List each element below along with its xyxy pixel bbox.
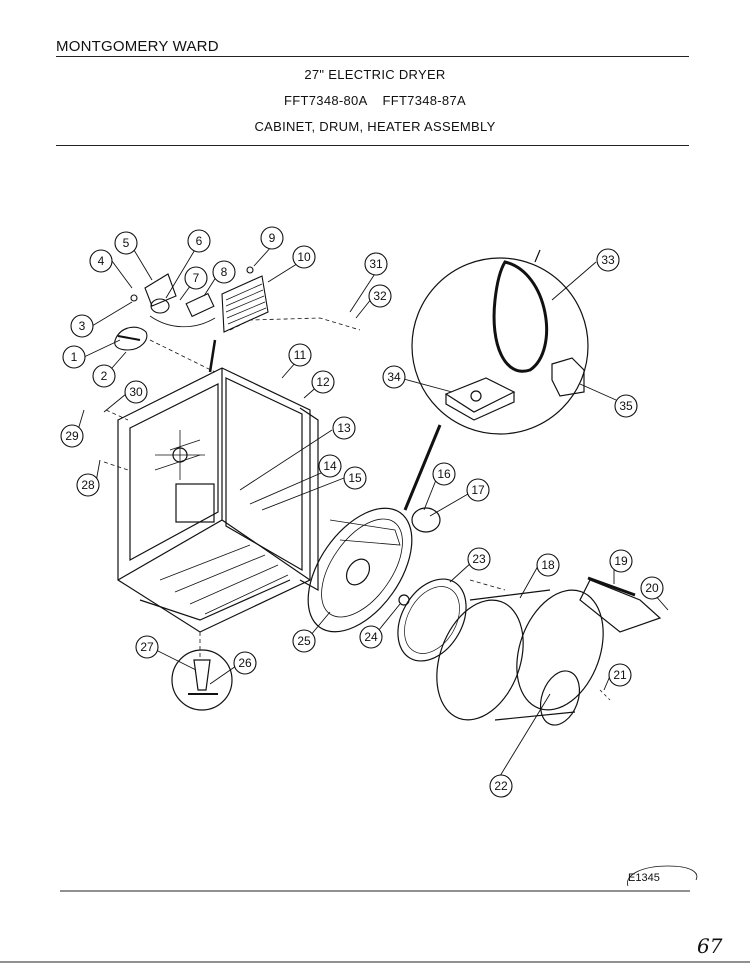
brand-title: MONTGOMERY WARD: [56, 38, 219, 55]
callout-label: 19: [614, 554, 628, 568]
callout-19: 19: [609, 549, 633, 573]
callout-label: 24: [364, 630, 378, 644]
header-rule-bottom: [56, 145, 689, 146]
callout-26: 26: [233, 651, 257, 675]
callout-label: 25: [297, 634, 311, 648]
callout-22: 22: [489, 774, 513, 798]
callout-label: 20: [645, 581, 659, 595]
callout-label: 15: [348, 471, 362, 485]
callout-12: 12: [311, 370, 335, 394]
callout-11: 11: [288, 343, 312, 367]
callout-label: 32: [373, 289, 387, 303]
callout-25: 25: [292, 629, 316, 653]
callout-label: 3: [79, 319, 86, 333]
callout-label: 17: [471, 483, 485, 497]
callout-31: 31: [364, 252, 388, 276]
callout-label: 29: [65, 429, 79, 443]
callout-label: 12: [316, 375, 330, 389]
callout-21: 21: [608, 663, 632, 687]
callout-label: 18: [541, 558, 555, 572]
callout-label: 9: [269, 231, 276, 245]
callout-label: 8: [221, 265, 228, 279]
callout-label: 7: [193, 271, 200, 285]
top-parts-drawing: [114, 266, 269, 351]
callout-18: 18: [536, 553, 560, 577]
leveling-leg-drawing: [171, 649, 233, 711]
callout-5: 5: [114, 231, 138, 255]
callout-15: 15: [343, 466, 367, 490]
callout-label: 2: [101, 369, 108, 383]
callout-label: 10: [297, 250, 311, 264]
callout-30: 30: [124, 380, 148, 404]
callout-20: 20: [640, 576, 664, 600]
callout-label: 28: [81, 478, 95, 492]
model-numbers: FFT7348-80A FFT7348-87A: [284, 93, 466, 108]
callout-label: 33: [601, 253, 615, 267]
callout-label: 34: [387, 370, 401, 384]
callout-10: 10: [292, 245, 316, 269]
product-title: 27" ELECTRIC DRYER: [304, 67, 446, 82]
callout-label: 31: [369, 257, 383, 271]
drum-assembly-drawing: [307, 249, 662, 726]
callout-29: 29: [60, 424, 84, 448]
code-tag-outline: [627, 865, 698, 887]
diagram-code: E1345: [628, 872, 660, 884]
callout-label: 21: [613, 668, 627, 682]
callout-13: 13: [332, 416, 356, 440]
callout-7: 7: [184, 266, 208, 290]
callout-6: 6: [187, 229, 211, 253]
callout-28: 28: [76, 473, 100, 497]
callout-14: 14: [318, 454, 342, 478]
callout-label: 4: [98, 254, 105, 268]
callout-markers: 1 2 3 4 5 6 7 8 9 10 11 12 13 14 15 16 1…: [60, 226, 664, 798]
section-title: CABINET, DRUM, HEATER ASSEMBLY: [254, 119, 496, 134]
callout-label: 6: [196, 234, 203, 248]
page-number: 67: [697, 934, 723, 958]
callout-16: 16: [432, 462, 456, 486]
callout-32: 32: [368, 284, 392, 308]
callout-4: 4: [89, 249, 113, 273]
callout-8: 8: [212, 260, 236, 284]
callout-label: 14: [323, 459, 337, 473]
callout-label: 27: [140, 640, 154, 654]
callout-label: 11: [294, 348, 307, 362]
callout-label: 23: [472, 552, 486, 566]
cabinet-drawing: [103, 317, 361, 660]
callout-label: 13: [337, 421, 351, 435]
callout-17: 17: [466, 478, 490, 502]
callout-leaders: [77, 245, 669, 777]
callout-3: 3: [70, 314, 94, 338]
callout-2: 2: [92, 364, 116, 388]
callout-label: 1: [71, 350, 78, 364]
callout-9: 9: [260, 226, 284, 250]
callout-label: 5: [123, 236, 130, 250]
callout-23: 23: [467, 547, 491, 571]
callout-label: 35: [619, 399, 633, 413]
callout-33: 33: [596, 248, 620, 272]
callout-label: 16: [437, 467, 451, 481]
callout-label: 30: [129, 385, 143, 399]
callout-35: 35: [614, 394, 638, 418]
header-rule-top: [56, 56, 689, 57]
callout-label: 26: [238, 656, 252, 670]
callout-24: 24: [359, 625, 383, 649]
callout-label: 22: [494, 779, 508, 793]
callout-1: 1: [62, 345, 86, 369]
callout-34: 34: [382, 365, 406, 389]
callout-27: 27: [135, 635, 159, 659]
